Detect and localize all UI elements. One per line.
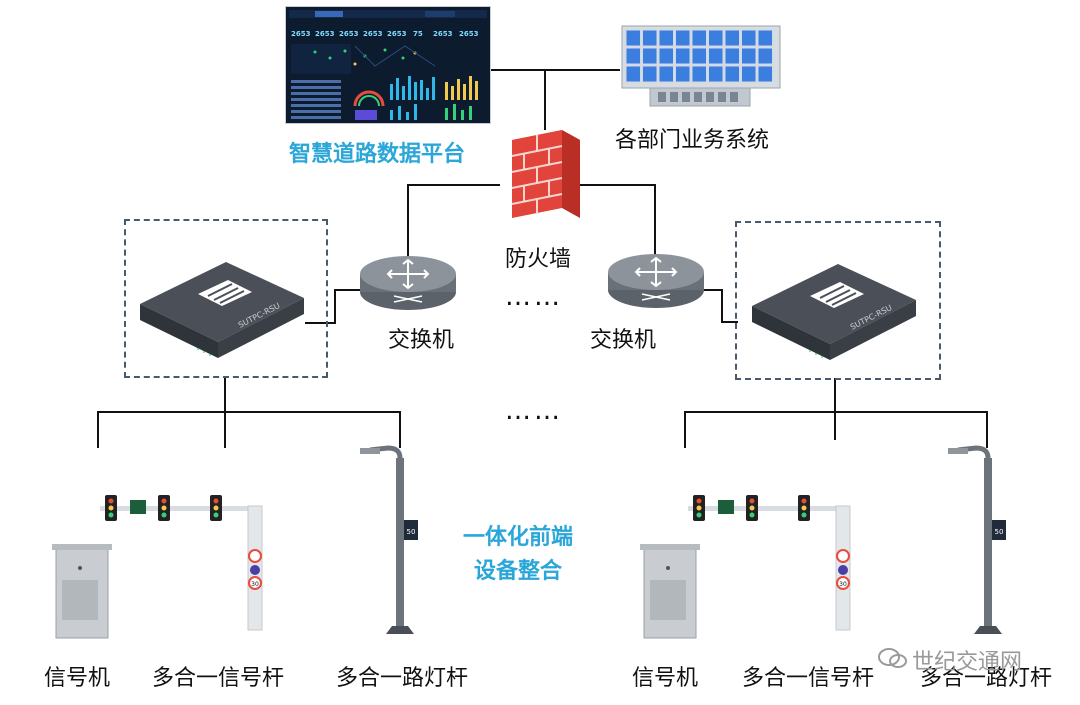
lamp-pole-right: 50 — [948, 445, 1006, 634]
signal-pole-left: 30 — [100, 495, 263, 631]
switch-right-icon — [608, 254, 704, 308]
video-wall-cell — [625, 65, 641, 83]
lamp-pole-left: 50 — [360, 445, 418, 634]
label-signal-left: 信号机 — [44, 666, 111, 691]
platform-label: 智慧道路数据平台 — [289, 142, 466, 167]
video-wall-cell — [675, 47, 691, 65]
label-pole-right: 多合一信号杆 — [742, 666, 875, 691]
label-lamp-left: 多合一路灯杆 — [336, 666, 469, 691]
video-wall-cell — [658, 47, 674, 65]
video-wall-cell — [757, 65, 773, 83]
data-platform-dashboard: 2653 2653 2653 2653 2653 75 2653 2653 — [285, 6, 491, 124]
label-pole-left: 多合一信号杆 — [152, 666, 285, 691]
rsu-left-device: SUTPC-RSU — [140, 262, 304, 358]
video-wall-cell — [625, 47, 641, 65]
video-wall-cell — [741, 47, 757, 65]
video-wall-cell — [691, 47, 707, 65]
video-wall-cell — [675, 29, 691, 47]
label-signal-right: 信号机 — [632, 666, 699, 691]
link-firewall-right-switch — [580, 184, 656, 255]
link-right-switch-rsu — [704, 289, 738, 323]
video-wall-cell — [642, 47, 658, 65]
video-wall-cell — [642, 65, 658, 83]
screen-number: 2653 — [315, 30, 335, 38]
video-wall-cell — [708, 29, 724, 47]
video-wall-cell — [708, 47, 724, 65]
business-video-wall — [621, 25, 781, 107]
video-wall-cell — [724, 65, 740, 83]
video-wall-cell — [658, 65, 674, 83]
screen-number: 2653 — [339, 30, 359, 38]
video-wall-cell — [724, 29, 740, 47]
dashboard-map — [291, 44, 436, 74]
screen-number: 2653 — [291, 30, 311, 38]
video-wall-cell — [625, 29, 641, 47]
device-group-right: 30 50 — [640, 445, 1006, 639]
firewall-icon — [511, 130, 580, 218]
link-firewall-left-switch — [407, 184, 500, 258]
label-lamp-right: 多合一路灯杆 — [920, 666, 1053, 691]
screen-number: 2653 — [433, 30, 453, 38]
limit-sign-right: 30 — [839, 581, 847, 588]
firewall-label: 防火墙 — [505, 247, 572, 272]
rsu-left-group — [124, 219, 328, 378]
video-wall-cell — [757, 29, 773, 47]
signal-pole-right: 30 — [688, 495, 851, 631]
link-left-switch-rsu — [305, 289, 360, 324]
video-wall-cell — [724, 47, 740, 65]
link-left-bus — [97, 411, 401, 448]
switch-left-icon — [360, 256, 456, 310]
video-wall-cell — [757, 47, 773, 65]
video-wall-cell — [741, 65, 757, 83]
video-wall-cell — [708, 65, 724, 83]
watermark-text: 世纪交通网 — [912, 650, 1023, 675]
screen-number: 2653 — [363, 30, 383, 38]
speed-sign-right: 50 — [995, 528, 1004, 536]
screen-number: 2653 — [387, 30, 407, 38]
screen-number: 2653 — [459, 30, 479, 38]
video-wall-cell — [741, 29, 757, 47]
device-group-left: 30 50 — [52, 445, 418, 639]
business-label: 各部门业务系统 — [615, 128, 770, 153]
video-wall-cell — [642, 29, 658, 47]
rsu-right-device: SUTPC-RSU — [752, 264, 916, 360]
rsu-right-group — [735, 221, 941, 380]
limit-sign-left: 30 — [251, 581, 259, 588]
integration-line1: 一体化前端 — [463, 525, 574, 550]
wechat-icon — [878, 648, 907, 668]
ellipsis-bottom: …… — [505, 396, 563, 426]
dashboard-bars — [390, 76, 478, 120]
switch-right-label: 交换机 — [590, 328, 657, 353]
video-wall-cell — [675, 65, 691, 83]
ellipsis-middle: …… — [505, 282, 563, 312]
signal-cabinet-left — [52, 544, 112, 639]
dashboard-gauge — [353, 90, 385, 120]
video-wall-cell — [691, 65, 707, 83]
switch-left-label: 交换机 — [388, 328, 455, 353]
signal-cabinet-right — [640, 544, 700, 639]
video-wall-cell — [691, 29, 707, 47]
dashboard-table — [291, 80, 341, 119]
video-wall-cell — [658, 29, 674, 47]
integration-line2: 设备整合 — [474, 559, 563, 584]
screen-number: 75 — [413, 30, 423, 38]
speed-sign-left: 50 — [407, 528, 416, 536]
